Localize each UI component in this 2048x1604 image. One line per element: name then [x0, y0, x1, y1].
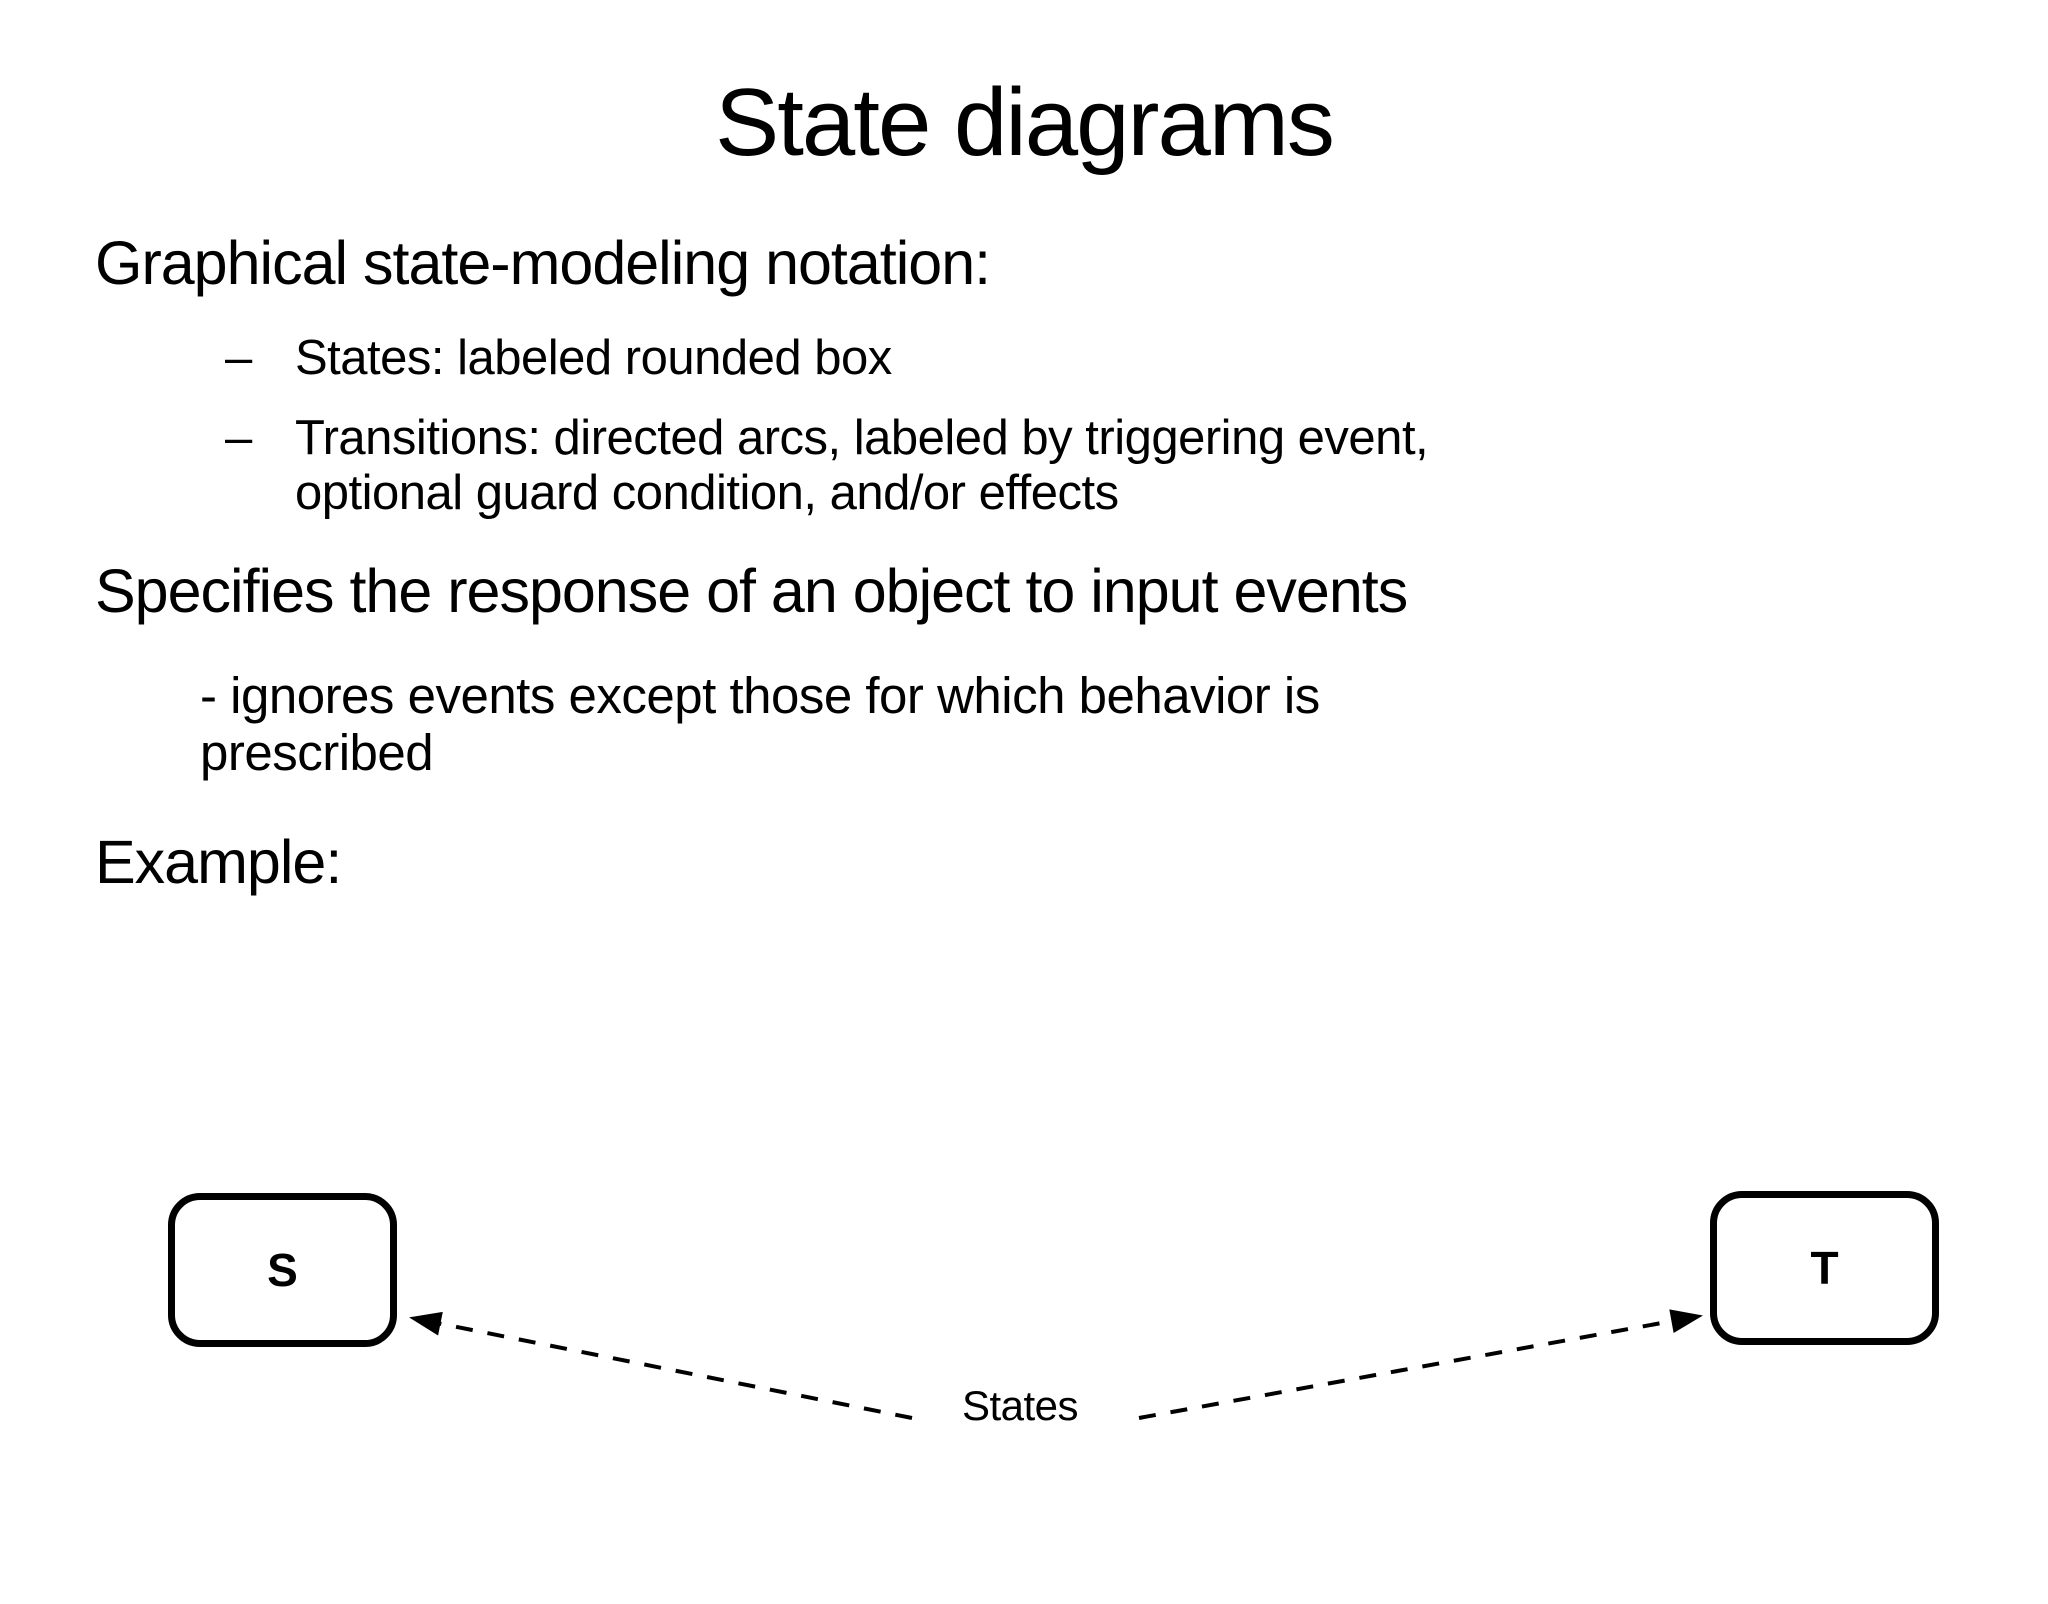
- bullet-transitions-line2: optional guard condition, and/or effects: [295, 466, 1119, 521]
- slide-title: State diagrams: [715, 69, 1335, 176]
- annotation-arrows: [409, 1309, 1703, 1420]
- bullet-dash: –: [225, 331, 252, 386]
- bullet-dash: –: [225, 410, 252, 465]
- heading-notation: Graphical state-modeling notation:: [95, 229, 991, 298]
- heading-specifies: Specifies the response of an object to i…: [95, 556, 1408, 625]
- bullet-transitions-line1: Transitions: directed arcs, labeled by t…: [295, 410, 1429, 465]
- state-node-t: T: [1710, 1191, 1939, 1345]
- slide-body: Graphical state-modeling notation: – Sta…: [95, 230, 2048, 896]
- dashed-arrow-to-state-t: [1138, 1309, 1703, 1420]
- sub-note-line2: prescribed: [200, 723, 434, 781]
- state-s-label: S: [267, 1244, 298, 1296]
- state-node-s: S: [168, 1193, 397, 1347]
- bullet-states: – States: labeled rounded box: [225, 331, 2048, 386]
- states-annotation-label: States: [961, 1382, 1079, 1429]
- sub-note-ignores: - ignores events except those for which …: [200, 667, 2048, 781]
- bullet-transitions-text: Transitions: directed arcs, labeled by t…: [295, 411, 2048, 522]
- state-diagram-example: S T States: [0, 1168, 2048, 1604]
- state-t-label: T: [1810, 1242, 1839, 1294]
- sub-note-line1: - ignores events except those for which …: [200, 666, 1320, 724]
- dashed-arrow-to-state-s: [409, 1311, 913, 1420]
- heading-example: Example:: [95, 827, 342, 896]
- bullet-states-text: States: labeled rounded box: [295, 331, 2048, 386]
- bullet-states-line1: States: labeled rounded box: [295, 331, 892, 386]
- bullet-transitions: – Transitions: directed arcs, labeled by…: [225, 411, 2048, 522]
- bullet-list: – States: labeled rounded box – Transiti…: [225, 331, 2048, 521]
